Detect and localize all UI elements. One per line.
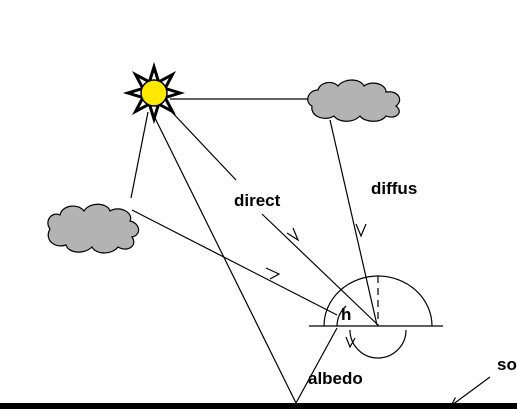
left-cloud-ray [131,209,338,316]
elevation-h-label: h [341,305,351,324]
albedo-arrow [345,336,356,349]
arrow-direct [286,227,300,242]
diffus-label: diffus [371,179,417,198]
sun-to-left-cloud-ray [130,111,149,199]
arrow-diffus [355,223,367,238]
cloud-top-right-shape [307,79,401,122]
direct-label: direct [234,191,281,210]
arrow-left-cloud [265,267,281,280]
elevation-angle-arc [336,305,347,327]
albedo-label: albedo [308,369,363,388]
ground-line [0,403,517,409]
direct-ray-continued [261,213,379,326]
cloud-icon [307,79,401,122]
diffuse-ray [329,119,378,326]
cloud-left-shape [47,203,140,254]
albedo-hemisphere [349,329,407,359]
soil-pointer [452,376,491,405]
direct-ray [167,107,237,181]
sun-icon [122,61,186,125]
sun-to-ground-ray [154,117,297,404]
albedo-ray [295,327,338,404]
soil-label: so [497,355,517,374]
sun-disc [140,79,168,107]
cloud-icon [47,203,140,254]
